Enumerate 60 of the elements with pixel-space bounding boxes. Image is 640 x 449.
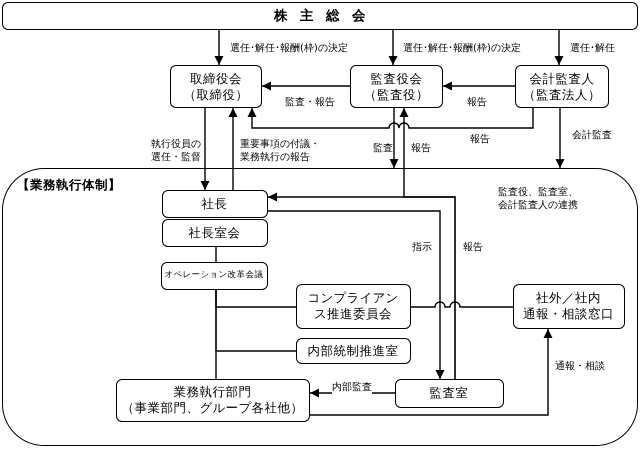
auditor-box [515, 65, 609, 108]
box-text: 業務執行部門 [174, 384, 252, 400]
note-text: 監査役、監査室、会計監査人の連携 [498, 186, 579, 212]
box-text: 監査室 [430, 385, 468, 401]
arrow [388, 30, 398, 65]
box-text: 社長室会 [188, 224, 240, 240]
box-text: 監査役会 [370, 70, 422, 86]
edge-label: 監査・報告 [285, 96, 335, 109]
connector-line [411, 301, 513, 308]
arrow [310, 329, 552, 416]
meeting-box [160, 262, 268, 290]
edge-label: 内部監査 [332, 381, 372, 394]
edge-label: 報告 [463, 241, 483, 254]
edge-label: 会計監査 [572, 129, 612, 142]
edge-label: 監査 [373, 142, 393, 155]
arrow [214, 30, 224, 65]
box-text: 社長 [202, 196, 228, 212]
box-text: 会計監査人 [530, 70, 594, 86]
box-text: （監査法人） [523, 86, 601, 102]
connector-line [215, 290, 217, 379]
section-heading: 【業務執行体制】 [17, 177, 121, 193]
office-box [394, 378, 504, 408]
box-text: 取締役会 [190, 70, 242, 86]
box-text: （監査役） [364, 86, 429, 102]
box-text: 株主総会 [274, 8, 378, 24]
arrow [554, 30, 564, 65]
edge-label: 選任･解任 [570, 42, 615, 55]
arrow [443, 82, 515, 90]
board-box [170, 65, 262, 108]
box-text: （取締役） [184, 86, 248, 102]
meeting-box [2, 2, 638, 30]
arrow [390, 108, 398, 168]
edge-label: 通報・相談 [555, 360, 605, 373]
arrow [248, 108, 534, 129]
edge-label: 指示 [412, 241, 432, 254]
edge-label: 選任･解任･報酬(枠)の決定 [230, 42, 348, 55]
box-text: 内部統制推進室 [308, 342, 398, 358]
arrow [228, 108, 238, 190]
group-frame [2, 168, 638, 446]
edge-label: 報告 [467, 96, 487, 109]
edge-label: 執行役員の選任・監督 [148, 138, 201, 164]
box-text: オペレーション改革会議 [164, 270, 264, 281]
arrow [556, 108, 564, 168]
department-box [116, 378, 310, 422]
edge-label: 報告 [470, 133, 490, 146]
meeting-box [162, 218, 268, 246]
committee-box [296, 284, 410, 328]
box-text: 社外／社内 [536, 290, 601, 306]
contact-box [512, 284, 624, 328]
box-text: 通報・相談窓口 [523, 306, 614, 322]
role-box [162, 190, 268, 218]
arrow [262, 82, 350, 90]
box-text: （事業部門、グループ各社他） [122, 400, 304, 416]
edge-label: 選任･解任･報酬(枠)の決定 [403, 42, 521, 55]
board-box [350, 65, 443, 108]
edge-label: 報告 [411, 142, 431, 155]
office-box [296, 338, 410, 364]
arrow [400, 108, 456, 379]
connector-line [215, 247, 217, 262]
box-text: コンプライアンス推進委員会 [306, 290, 400, 322]
